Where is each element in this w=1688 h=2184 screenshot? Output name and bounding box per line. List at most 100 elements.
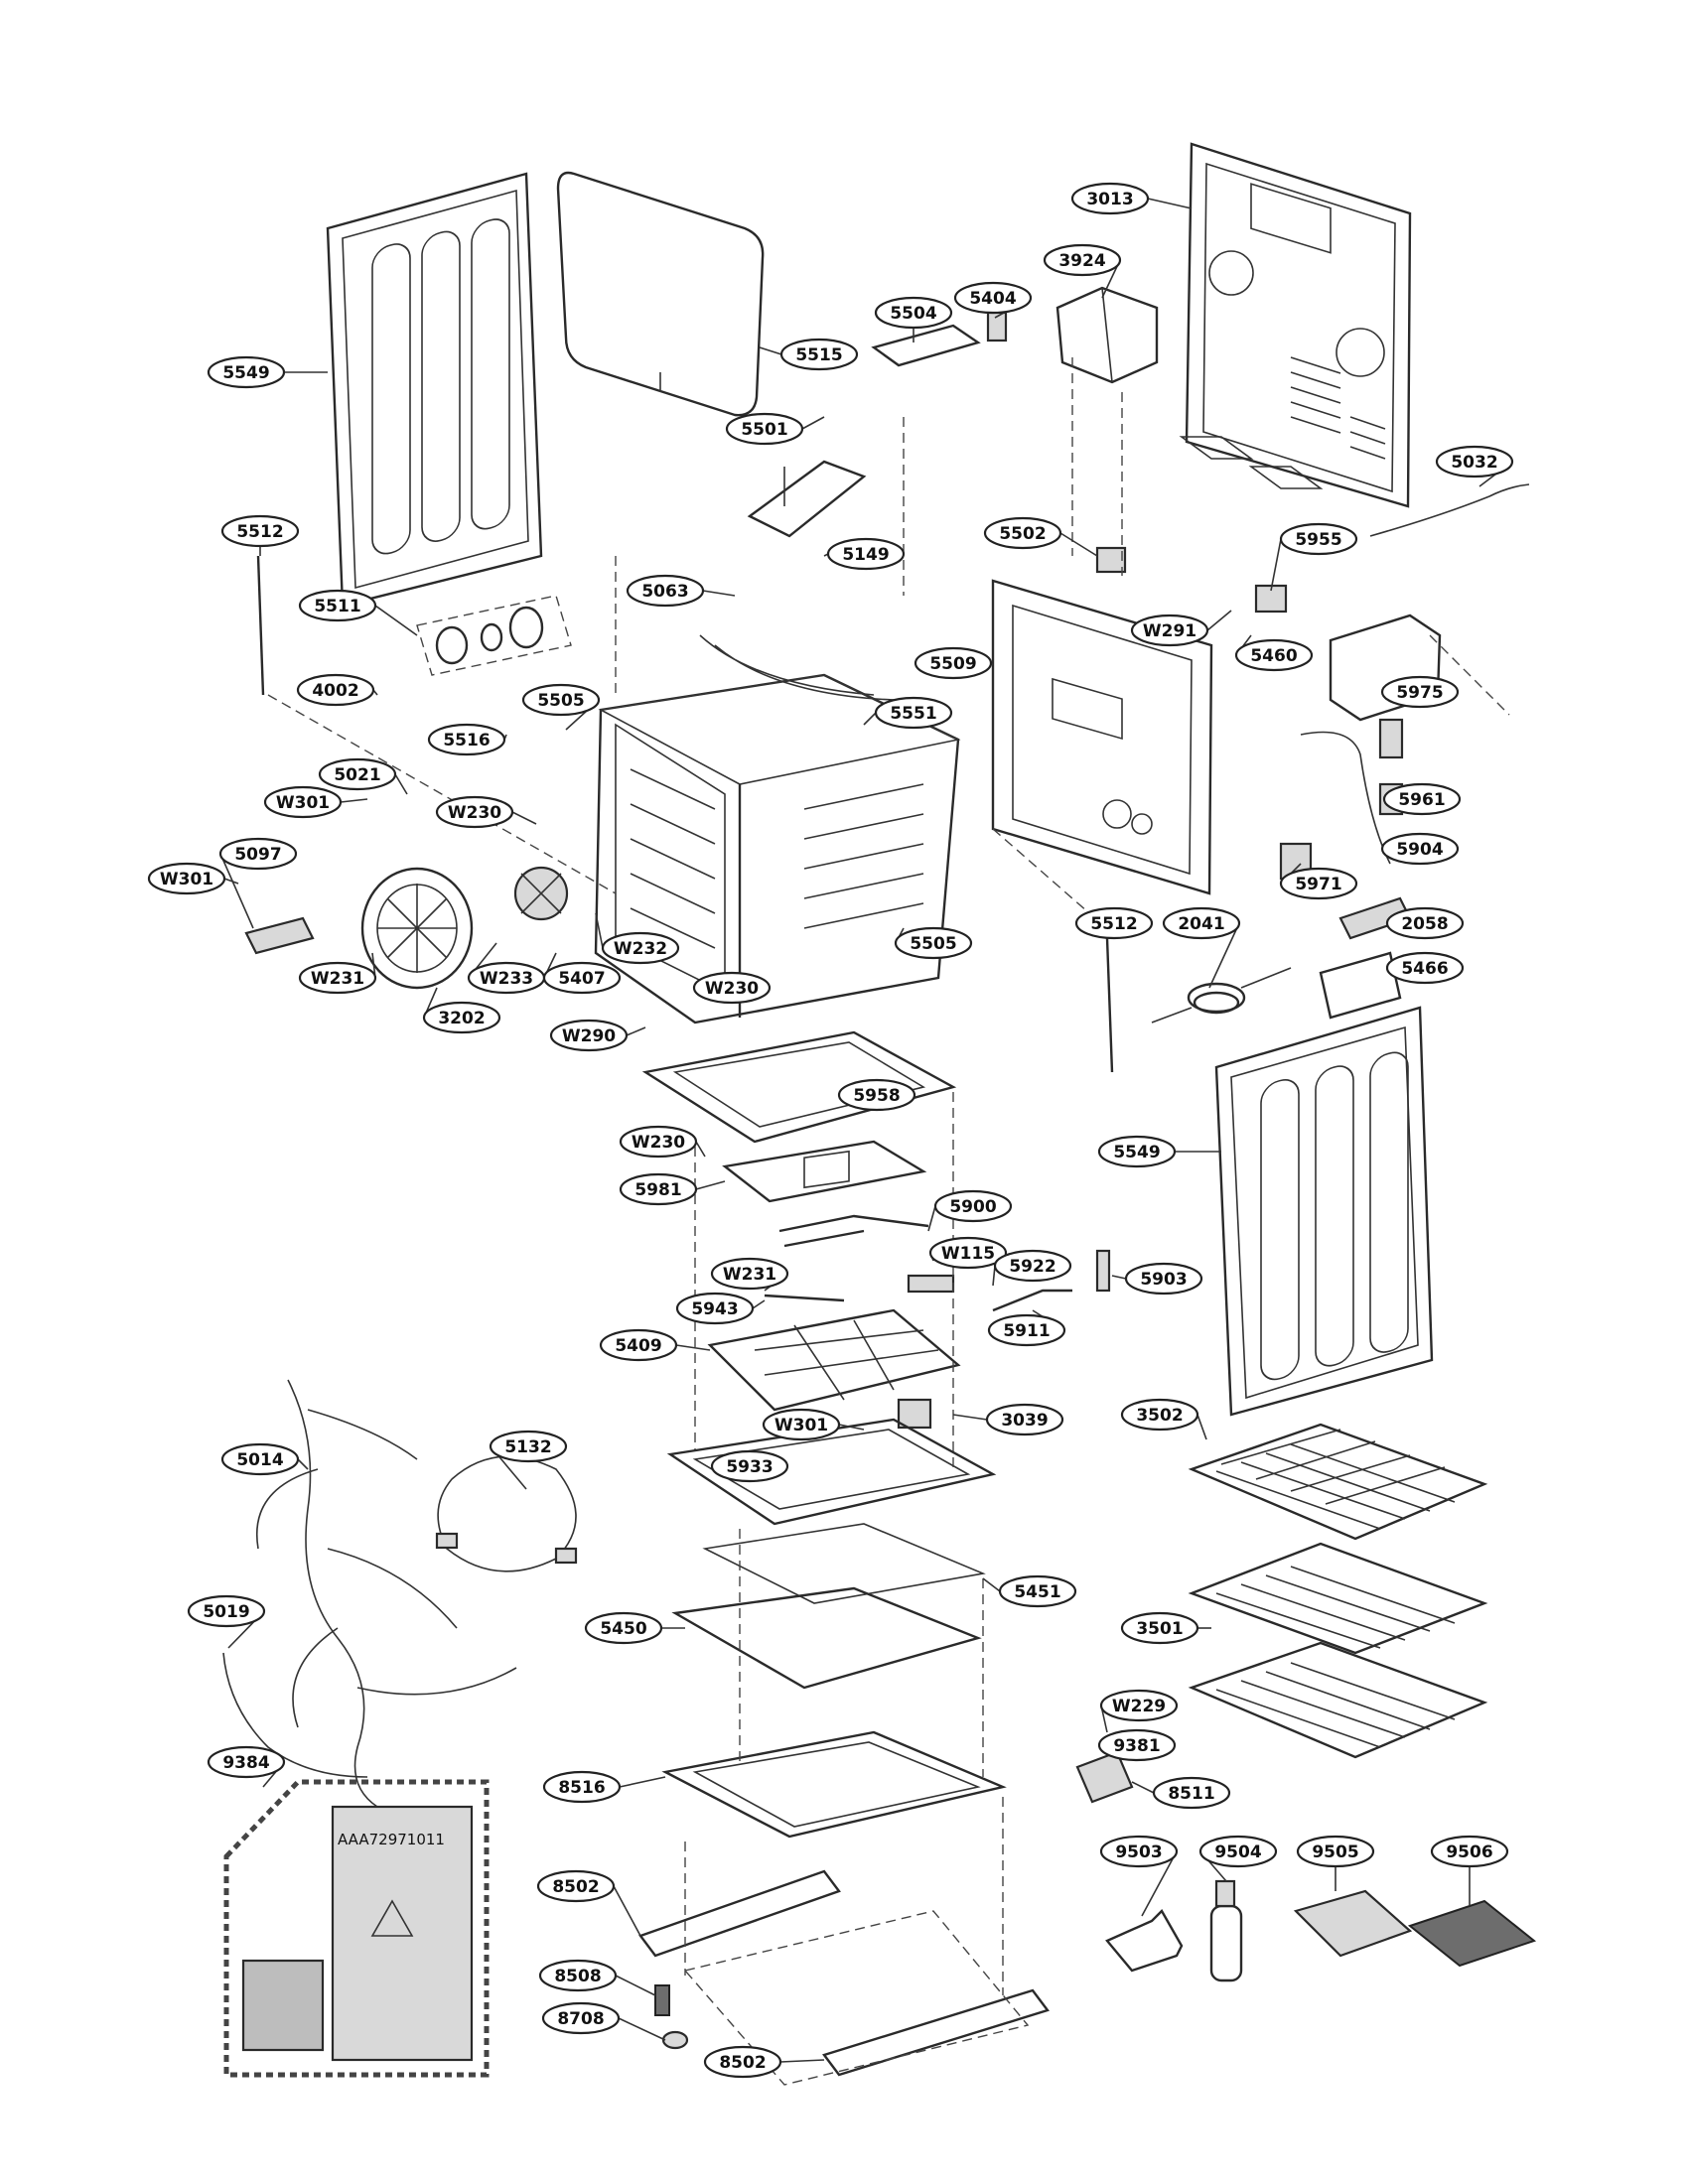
callout-5501: 5501: [725, 412, 825, 446]
callout-label: 5515: [795, 345, 842, 365]
callout-5975: 5975: [1380, 675, 1460, 709]
sponge-9505: [1293, 1889, 1413, 1958]
callout-label: 5549: [1113, 1143, 1160, 1162]
callout-leader: [1208, 922, 1240, 989]
callout-label: W231: [311, 969, 364, 989]
callout-label: W290: [562, 1026, 616, 1046]
callout-5466: 5466: [1385, 951, 1465, 985]
callout-5933: 5933: [710, 1449, 789, 1483]
callout-label: 8708: [557, 2009, 604, 2029]
callout-w232: W232: [595, 912, 680, 965]
callout-label: 5903: [1140, 1270, 1187, 1290]
callout-label: 2041: [1178, 914, 1224, 934]
callout-label: 5132: [504, 1437, 551, 1457]
callout-5512: 5512: [1074, 906, 1154, 940]
callout-label: 5097: [234, 845, 281, 865]
callout-9506: 9506: [1430, 1835, 1509, 1906]
callout-label: 5466: [1401, 959, 1448, 979]
package-label: AAA72971011: [338, 1831, 445, 1848]
callout-9504: 9504: [1198, 1835, 1278, 1882]
callout-5132: 5132: [489, 1430, 568, 1490]
callout-label: 5502: [999, 524, 1046, 544]
callout-5032: 5032: [1435, 445, 1514, 487]
callout-5971: 5971: [1279, 863, 1358, 900]
callout-label: 3013: [1086, 190, 1133, 209]
callout-5460: 5460: [1234, 634, 1314, 672]
callout-5900: 5900: [927, 1189, 1013, 1232]
callout-label: 5911: [1003, 1321, 1050, 1341]
callout-5955: 5955: [1270, 522, 1358, 592]
callout-label: W230: [448, 803, 501, 823]
oven-bottom: [641, 1030, 957, 1144]
callout-leader: [511, 811, 537, 825]
callout-9381: 9381: [1097, 1728, 1177, 1762]
callout-leader: [595, 912, 604, 949]
callout-label: 4002: [312, 681, 358, 701]
callout-label: 5409: [615, 1336, 661, 1356]
callout-w233: W233: [467, 942, 546, 995]
callout-label: 5149: [842, 545, 889, 565]
part-5922: [907, 1274, 955, 1294]
callout-label: W115: [941, 1244, 995, 1264]
callout-w230: W230: [619, 1125, 706, 1159]
callout-label: 5511: [314, 597, 360, 616]
callout-label: 5516: [443, 731, 490, 751]
callout-leader: [1147, 198, 1193, 209]
callout-label: 5014: [236, 1450, 283, 1470]
pad-9506: [1407, 1899, 1537, 1968]
callout-label: 5501: [741, 420, 787, 440]
callout-label: 5933: [726, 1457, 773, 1477]
callout-label: 2058: [1401, 914, 1448, 934]
callout-label: 5922: [1009, 1257, 1055, 1277]
callout-leader: [801, 416, 825, 430]
callout-9505: 9505: [1296, 1835, 1375, 1891]
callout-5515: 5515: [759, 338, 859, 371]
callout-label: 5505: [910, 934, 956, 954]
callout-label: 5512: [1090, 914, 1137, 934]
callout-leader: [613, 1885, 641, 1937]
callout-w230: W230: [435, 795, 537, 829]
callout-label: W301: [160, 870, 213, 889]
callout-leader: [863, 712, 877, 726]
callout-leader: [297, 1458, 309, 1470]
callout-3013: 3013: [1070, 182, 1193, 215]
callout-leader: [675, 1344, 711, 1351]
callout-label: W230: [705, 979, 759, 999]
callout-5549: 5549: [1097, 1135, 1221, 1168]
callout-8511: 8511: [1131, 1776, 1231, 1810]
right-side-panel: [1214, 1006, 1434, 1417]
callout-label: 8511: [1168, 1784, 1214, 1804]
callout-3501: 3501: [1120, 1611, 1211, 1645]
instruction-package: [223, 1779, 490, 2078]
callout-9503: 9503: [1099, 1835, 1179, 1917]
callout-w230: W230: [692, 971, 772, 1005]
hinge-right: [1105, 937, 1114, 1073]
callout-label: 5975: [1396, 683, 1443, 703]
callout-5509: 5509: [914, 646, 994, 680]
callout-label: 9384: [222, 1753, 269, 1773]
switch-bracket: [871, 324, 981, 367]
callout-label: 9506: [1446, 1843, 1492, 1862]
callout-leader: [374, 605, 418, 636]
callout-5063: 5063: [626, 574, 736, 608]
callout-leader: [982, 1577, 1001, 1592]
callout-5961: 5961: [1382, 782, 1462, 816]
scraper-9503: [1105, 1909, 1184, 1973]
callout-leader: [695, 1180, 726, 1190]
callout-5943: 5943: [675, 1292, 766, 1325]
callout-5450: 5450: [584, 1611, 685, 1645]
callout-w301: W301: [762, 1408, 865, 1441]
callout-3202: 3202: [422, 987, 501, 1034]
callout-5516: 5516: [427, 723, 507, 756]
callout-2058: 2058: [1385, 906, 1465, 940]
hinge-left: [256, 555, 265, 696]
callout-leader: [1131, 1781, 1155, 1794]
callout-label: W301: [774, 1416, 828, 1435]
callout-leader: [340, 798, 368, 803]
callout-label: 5512: [236, 522, 283, 542]
callout-5097: 5097: [218, 837, 298, 929]
callout-label: 5460: [1250, 646, 1297, 666]
callout-label: W233: [480, 969, 533, 989]
callout-5505: 5505: [521, 683, 601, 731]
callout-label: 3502: [1136, 1406, 1183, 1426]
